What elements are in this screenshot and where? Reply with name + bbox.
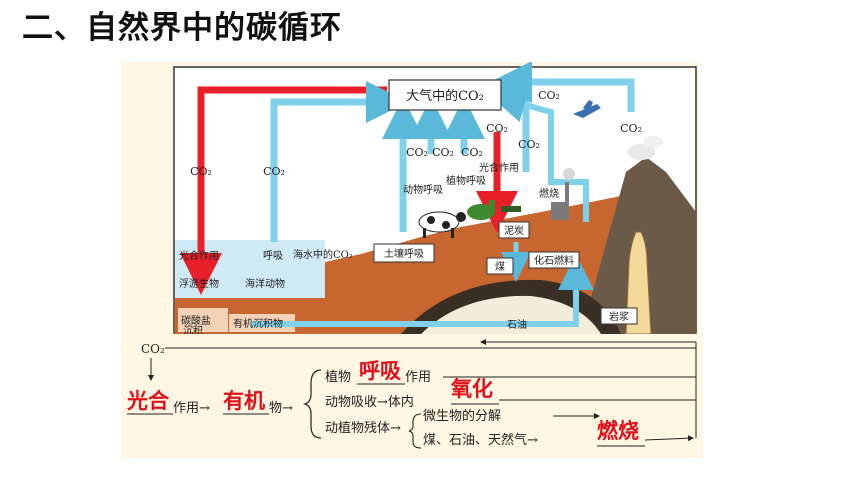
answer-organic: 有机	[223, 389, 265, 413]
summary-zuoyong: 作用→	[173, 401, 210, 416]
land-photosynthesis-label: 光合作用	[479, 161, 519, 174]
magma-box	[600, 307, 638, 325]
ocean-co2-label: 海水中的CO₂	[293, 248, 353, 261]
answer-combustion: 燃烧	[597, 419, 639, 443]
animal-respiration-label: 动物呼吸	[403, 183, 443, 196]
co2-label-7: CO₂	[518, 138, 540, 151]
blue-arrow-sea-respiration	[270, 81, 408, 242]
carbon-cycle-diagram: 大气中的CO₂ CO₂ CO₂ CO₂ CO₂ CO₂ CO₂ CO₂ CO₂ …	[121, 62, 699, 334]
plant-respiration-label: 植物呼吸	[446, 174, 486, 187]
sediment-label: 沉积	[183, 324, 203, 334]
atmosphere-box	[388, 79, 502, 111]
summary-zuoyong2: 作用	[405, 370, 431, 385]
airplane-icon	[573, 100, 601, 118]
volcano-smoke	[627, 136, 663, 160]
soil-respiration-box	[373, 243, 435, 263]
summary-wu: 物→	[269, 401, 293, 416]
coal-box	[486, 257, 514, 275]
marine-animals-label: 海洋动物	[245, 277, 285, 290]
carbon-cycle-summary: CO₂ 光合 作用→ 有机 物→ 植物 呼吸 作用 动物吸收→体内 氧化 动植物…	[121, 334, 703, 458]
arrow-combustion	[644, 435, 694, 442]
red-arrow-sea-photosynthesis	[197, 86, 387, 262]
co2-label-4: CO₂	[432, 146, 454, 159]
summary-plant: 植物	[325, 370, 351, 385]
brace-right	[408, 413, 422, 449]
co2-label-2: CO₂	[263, 165, 285, 178]
combustion-label: 燃烧	[539, 187, 559, 200]
blue-arrow-volcano	[490, 62, 635, 112]
sea-respiration-label: 呼吸	[263, 250, 283, 262]
co2-label-3: CO₂	[406, 146, 428, 159]
fossil-fuel-label: 化石燃料	[534, 254, 574, 267]
co2-label-8: CO₂	[538, 89, 560, 102]
peat-box	[498, 221, 530, 239]
magma-label: 岩浆	[609, 310, 629, 323]
factory-illustration	[551, 168, 575, 220]
petroleum-label: 石油	[507, 318, 527, 331]
brace-left	[303, 369, 322, 439]
co2-label-1: CO₂	[190, 165, 212, 178]
coal-label: 煤	[495, 260, 505, 273]
carbonate-label: 碳酸盐	[181, 314, 211, 327]
summary-fossils: 煤、石油、天然气→	[423, 432, 538, 448]
summary-microbe: 微生物的分解	[423, 408, 501, 424]
summary-co2: CO₂	[141, 342, 165, 356]
peat-label: 泥炭	[504, 224, 524, 237]
answer-oxidation: 氧化	[451, 377, 493, 401]
co2-label-5: CO₂	[461, 146, 483, 159]
blue-arrow-fuel	[489, 87, 589, 222]
co2-label-6: CO₂	[486, 122, 508, 135]
sea-photosynthesis-label: 光合作用	[179, 249, 219, 262]
organic-sediment-label: 有机沉积物	[233, 317, 283, 330]
fossil-fuel-box	[528, 251, 580, 269]
answer-respiration: 呼吸	[359, 359, 402, 383]
summary-animal-absorb: 动物吸收→体内	[325, 394, 414, 410]
soil-respiration-label: 土壤呼吸	[384, 247, 424, 260]
cow-illustration	[418, 211, 466, 238]
page-title: 二、自然界中的碳循环	[22, 10, 342, 46]
summary-remains: 动植物残体→	[325, 421, 401, 436]
co2-label-9: CO₂	[620, 122, 642, 135]
carbonate-box	[178, 308, 228, 332]
plankton-label: 浮游生物	[179, 277, 219, 290]
atmosphere-label: 大气中的CO₂	[406, 88, 484, 104]
carbon-cycle-illustration: 大气中的CO₂ CO₂ CO₂ CO₂ CO₂ CO₂ CO₂ CO₂ CO₂ …	[173, 62, 697, 334]
plants-illustration	[467, 200, 521, 220]
summary-flow: CO₂ 光合 作用→ 有机 物→ 植物 呼吸 作用 动物吸收→体内 氧化 动植物…	[126, 339, 697, 449]
answer-photosynthesis: 光合	[126, 389, 170, 413]
blue-arrow-sediment	[251, 254, 594, 327]
